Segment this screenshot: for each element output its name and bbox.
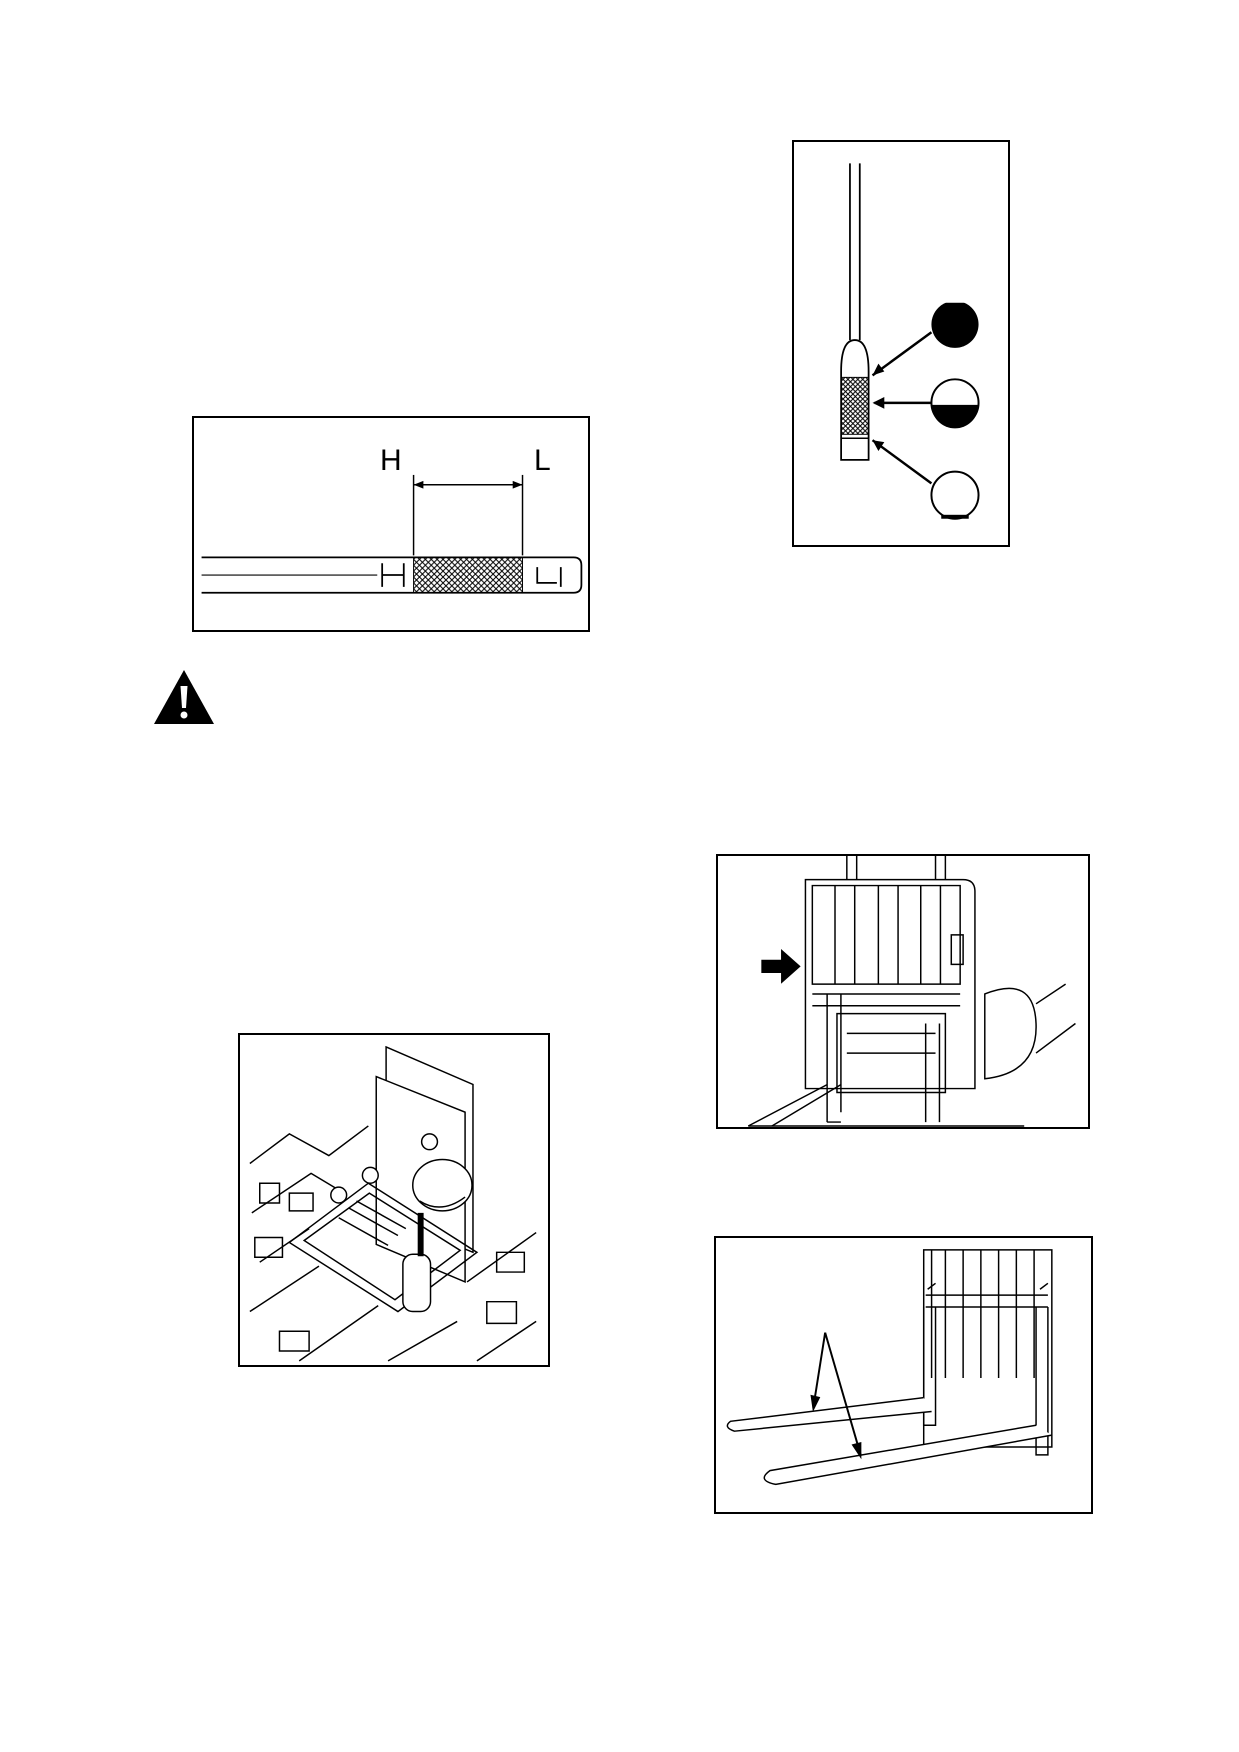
sight-gauge-drawing bbox=[840, 163, 980, 520]
low-level-indicator-icon bbox=[930, 470, 980, 520]
load-backrest-drawing bbox=[747, 856, 1076, 1127]
high-mark-label: H bbox=[380, 444, 402, 477]
dipstick-level-figure: H L bbox=[192, 416, 590, 632]
warning-triangle-icon bbox=[154, 670, 214, 724]
dipstick-drawing bbox=[201, 474, 583, 594]
half-level-indicator-icon bbox=[930, 378, 980, 429]
forks-drawing bbox=[726, 1249, 1053, 1486]
low-mark-label: L bbox=[534, 444, 551, 477]
load-backrest-figure bbox=[716, 854, 1090, 1129]
control-knob-figure bbox=[238, 1033, 550, 1367]
control-knob-drawing bbox=[249, 1045, 537, 1362]
full-level-indicator-icon bbox=[931, 298, 979, 348]
forks-figure bbox=[714, 1236, 1093, 1514]
sight-gauge-figure bbox=[792, 140, 1010, 547]
pointer-arrow-icon bbox=[761, 948, 801, 984]
